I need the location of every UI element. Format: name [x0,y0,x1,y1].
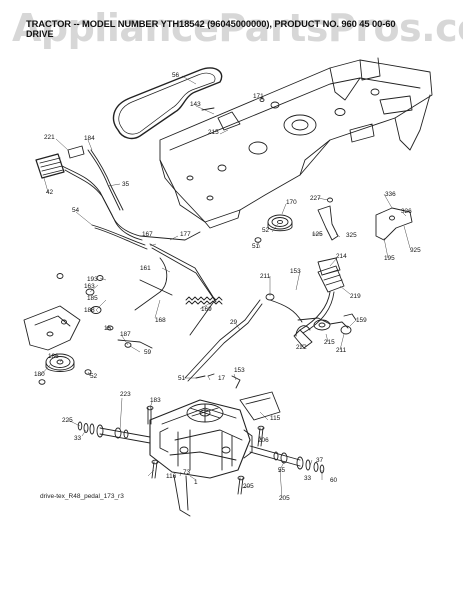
callout-125: 125 [312,231,323,238]
callout-15: 15 [104,325,112,332]
callout-183: 183 [150,397,161,404]
callout-925: 925 [410,247,421,254]
callout-193: 193 [87,276,98,283]
pedal-rod-assembly [35,149,201,250]
diagram-reference: drive-tex_R48_pedal_173_r3 [40,493,124,500]
callout-185: 185 [87,295,98,302]
callout-205: 205 [279,495,290,502]
callout-177: 177 [180,231,191,238]
transaxle [99,399,301,479]
callout-153: 153 [234,367,245,374]
callout-211: 211 [260,273,271,280]
callout-51: 51 [252,243,260,250]
brake-pedal-arm [269,265,352,349]
axle-hardware-left [77,421,129,439]
callout-206: 206 [258,437,269,444]
linkage-rods [117,243,263,382]
callout-115: 115 [270,415,281,422]
callout-184: 184 [84,135,95,142]
callout-55: 55 [278,467,286,474]
callout-56: 56 [172,72,180,79]
callout-33: 33 [74,435,82,442]
callout-159: 159 [356,317,367,324]
spring [185,296,223,305]
bracket-right [317,205,413,241]
callout-153: 153 [290,268,301,275]
callout-54: 54 [72,207,80,214]
callout-33: 33 [304,475,312,482]
callout-180: 180 [34,371,45,378]
callout-51: 51 [178,375,186,382]
leader-lines [39,75,411,499]
callout-29: 29 [230,319,238,326]
callout-215: 215 [208,129,219,136]
callout-211: 211 [336,347,347,354]
callout-1: 1 [194,479,198,486]
callout-222: 222 [296,344,307,351]
small-parts [38,97,357,389]
callout-59: 59 [144,349,152,356]
tractor-frame [159,57,433,229]
callout-116: 116 [166,473,177,480]
callout-170: 170 [286,199,297,206]
callout-42: 42 [46,189,54,196]
callout-35: 35 [122,181,130,188]
callout-219: 219 [350,293,361,300]
callout-186: 186 [48,353,59,360]
callout-326: 326 [401,208,412,215]
callout-171: 171 [253,93,264,100]
callout-17: 17 [218,375,226,382]
callout-168: 168 [155,317,166,324]
callout-163: 163 [84,283,95,290]
idler-pulley-right [267,214,293,232]
pedal-bracket [23,305,81,351]
drive-belt [112,67,223,140]
callout-37: 37 [316,457,324,464]
diagram-subtitle: DRIVE [26,29,54,39]
callout-215: 215 [324,339,335,346]
callout-52: 52 [262,227,270,234]
callout-188: 188 [84,307,95,314]
fasteners [146,325,311,517]
callout-223: 223 [120,391,131,398]
callout-227: 227 [310,195,321,202]
callout-52: 52 [90,373,98,380]
callout-325: 325 [346,232,357,239]
callout-205: 205 [243,483,254,490]
mounting-bracket [239,391,281,421]
callout-225: 225 [62,417,73,424]
callout-169: 169 [201,306,212,313]
callout-60: 60 [330,477,338,484]
callout-161: 161 [140,265,151,272]
callout-195: 195 [384,255,395,262]
callout-167: 167 [142,231,153,238]
diagram-title: TRACTOR -- MODEL NUMBER YTH18542 (960450… [26,18,396,29]
callout-336: 336 [385,191,396,198]
callout-143: 143 [190,101,201,108]
callout-214: 214 [336,253,347,260]
callout-187: 187 [120,331,131,338]
callout-73: 73 [183,469,191,476]
callout-221: 221 [44,134,55,141]
